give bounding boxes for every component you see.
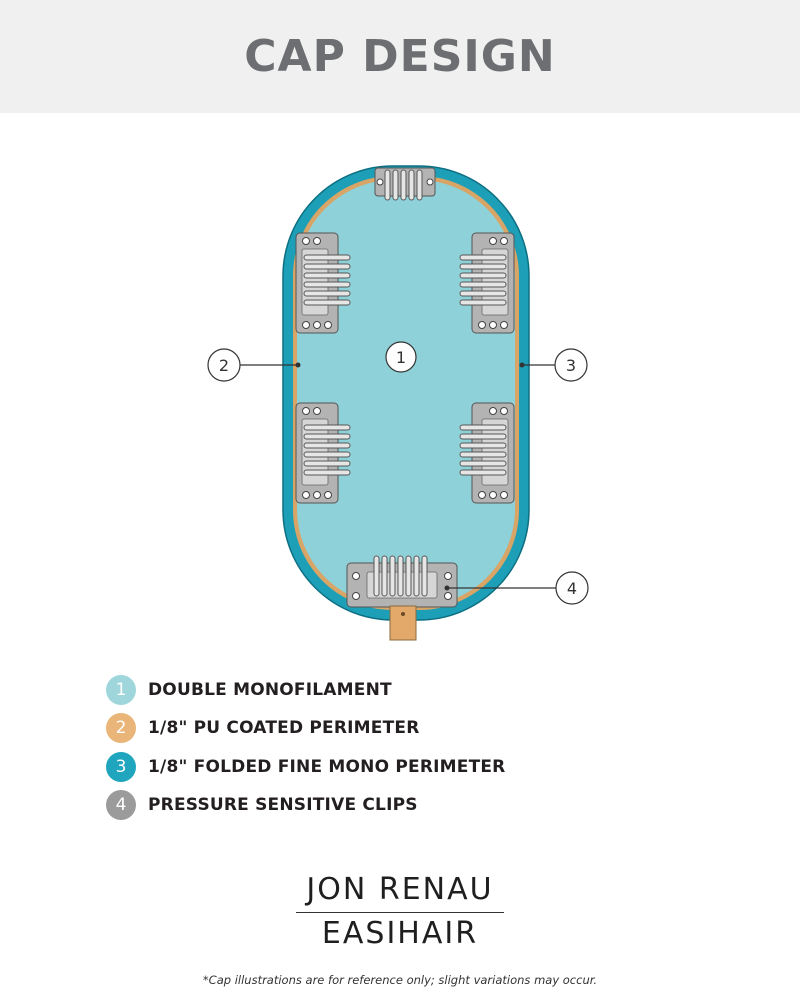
page-title: CAP DESIGN [244,31,556,82]
brand-divider [296,912,504,913]
nape-clip [346,555,458,608]
disclaimer-footnote: *Cap illustrations are for reference onl… [202,973,598,987]
svg-text:4: 4 [567,579,577,598]
legend-badge-2: 2 [106,713,136,743]
legend-label: DOUBLE MONOFILAMENT [148,680,392,700]
cap-diagram: 1 2 3 4 [207,165,589,641]
legend-item-folded-fine-mono-perimeter: 3 1/8" FOLDED FINE MONO PERIMETER [106,751,505,783]
callout-2: 2 [207,348,301,382]
legend-item-pressure-sensitive-clips: 4 PRESSURE SENSITIVE CLIPS [106,789,418,821]
svg-text:3: 3 [566,356,576,375]
header-bar: CAP DESIGN [0,0,800,113]
svg-text:1: 1 [396,348,406,367]
svg-text:2: 2 [219,356,229,375]
legend-label: 1/8" FOLDED FINE MONO PERIMETER [148,757,506,777]
legend-label: 1/8" PU COATED PERIMETER [148,718,420,738]
legend-badge-1: 1 [106,675,136,705]
legend-item-pu-coated-perimeter: 2 1/8" PU COATED PERIMETER [106,712,420,744]
brand-subname: EASIHAIR [321,916,479,951]
callout-3: 3 [519,348,588,382]
legend-label: PRESSURE SENSITIVE CLIPS [148,795,418,815]
legend-item-double-monofilament: 1 DOUBLE MONOFILAMENT [106,674,392,706]
callout-4: 4 [444,571,589,605]
legend-badge-4: 4 [106,790,136,820]
brand-name: JON RENAU [306,872,494,907]
front-clip [374,167,436,201]
nape-tab [389,605,417,641]
callout-1: 1 [385,341,417,373]
legend-badge-3: 3 [106,752,136,782]
